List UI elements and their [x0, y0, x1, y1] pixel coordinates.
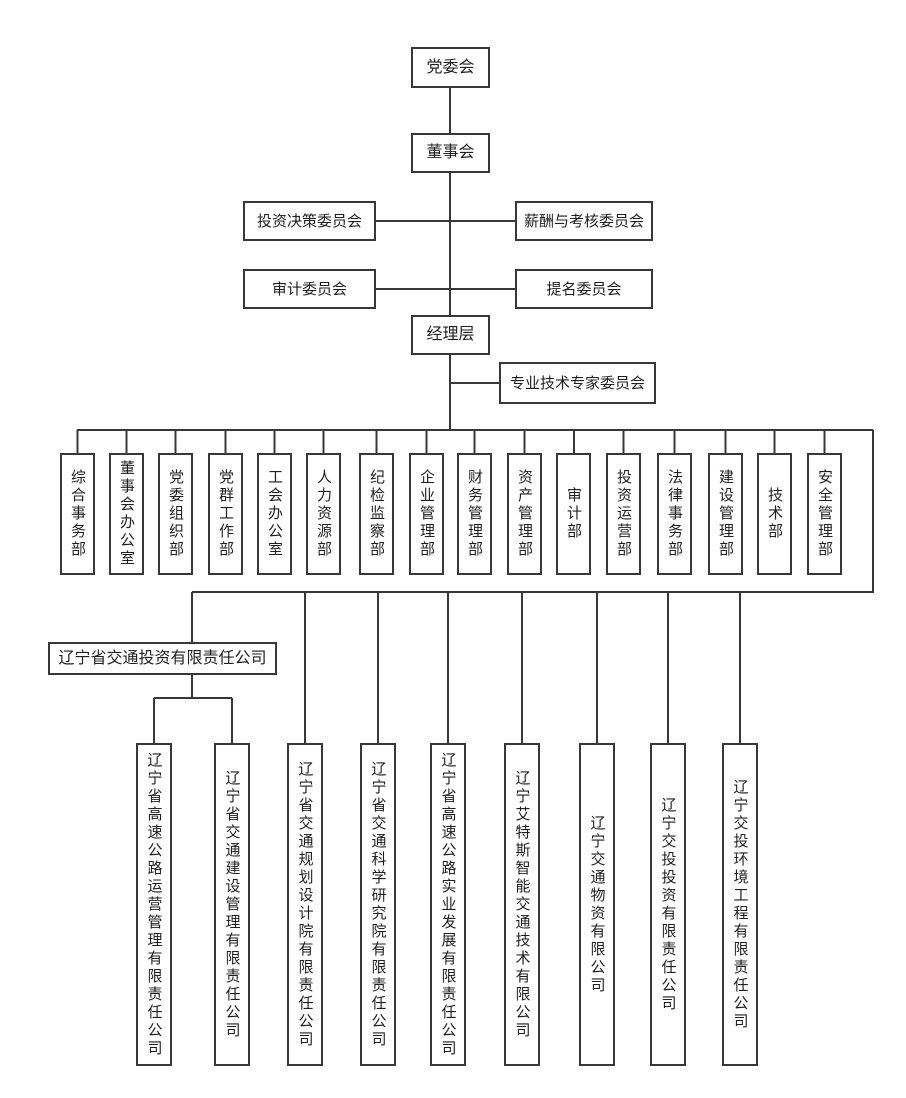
subsidiary-label: 辽宁省高速公路实业发展有限责任公司 [439, 751, 457, 1058]
node-dept-investment-operations: 投资运营部 [606, 453, 641, 575]
dept-label: 综合事务部 [69, 469, 86, 559]
node-dept-party-organization: 党委组织部 [158, 453, 193, 575]
node-dept-party-mass-work: 党群工作部 [208, 453, 243, 575]
node-sub-aitesi-intelligent-transport: 辽宁艾特斯智能交通技术有限公司 [504, 743, 540, 1066]
node-dept-audit: 审计部 [556, 453, 591, 575]
subsidiary-label: 辽宁艾特斯智能交通技术有限公司 [513, 769, 531, 1040]
node-sub-expressway-industry: 辽宁省高速公路实业发展有限责任公司 [430, 743, 466, 1066]
node-dept-union-office: 工会办公室 [257, 453, 292, 575]
subsidiary-label: 辽宁交通物资有限公司 [588, 814, 606, 995]
node-dept-board-office: 董事会办公室 [109, 453, 144, 575]
node-dept-general-affairs: 综合事务部 [60, 453, 95, 575]
node-sub-transport-materials: 辽宁交通物资有限公司 [579, 743, 615, 1066]
dept-label: 董事会办公室 [118, 460, 135, 568]
node-dept-human-resources: 人力资源部 [306, 453, 341, 575]
dept-label: 法律事务部 [666, 469, 683, 559]
node-nomination-committee: 提名委员会 [515, 269, 653, 309]
dept-label: 投资运营部 [615, 469, 632, 559]
node-board-of-directors: 董事会 [411, 133, 490, 173]
node-sub-science-research-institute: 辽宁省交通科学研究院有限责任公司 [360, 743, 396, 1066]
node-audit-committee: 审计委员会 [243, 269, 376, 309]
node-dept-safety-management: 安全管理部 [807, 453, 842, 575]
dept-label: 工会办公室 [266, 469, 283, 559]
node-compensation-assessment-committee: 薪酬与考核委员会 [515, 201, 653, 241]
node-expert-committee: 专业技术专家委员会 [499, 362, 656, 404]
node-sub-expressway-operation: 辽宁省高速公路运营管理有限责任公司 [136, 743, 172, 1066]
subsidiary-label: 辽宁省交通科学研究院有限责任公司 [369, 760, 387, 1049]
node-sub-environmental-engineering: 辽宁交投环境工程有限责任公司 [722, 743, 758, 1066]
node-dept-construction-management: 建设管理部 [708, 453, 743, 575]
subsidiary-label: 辽宁省交通规划设计院有限责任公司 [296, 760, 314, 1049]
dept-label: 党群工作部 [217, 469, 234, 559]
node-dept-finance-management: 财务管理部 [457, 453, 492, 575]
dept-label: 企业管理部 [418, 469, 435, 559]
dept-label: 资产管理部 [516, 469, 533, 559]
node-investment-decision-committee: 投资决策委员会 [243, 201, 376, 241]
node-dept-asset-management: 资产管理部 [507, 453, 542, 575]
subsidiary-label: 辽宁交投投资有限责任公司 [659, 796, 677, 1013]
dept-label: 技术部 [766, 487, 783, 541]
node-sub-jiaotou-investment: 辽宁交投投资有限责任公司 [650, 743, 686, 1066]
node-dept-enterprise-management: 企业管理部 [409, 453, 444, 575]
dept-label: 纪检监察部 [368, 469, 385, 559]
node-dept-discipline-inspection: 纪检监察部 [359, 453, 394, 575]
dept-label: 建设管理部 [717, 469, 734, 559]
dept-label: 人力资源部 [315, 469, 332, 559]
dept-label: 财务管理部 [466, 469, 483, 559]
subsidiary-label: 辽宁交投环境工程有限责任公司 [731, 778, 749, 1031]
node-management-layer: 经理层 [411, 315, 490, 355]
dept-label: 审计部 [565, 487, 582, 541]
subsidiary-label: 辽宁省交通建设管理有限责任公司 [223, 769, 241, 1040]
node-sub-planning-design-institute: 辽宁省交通规划设计院有限责任公司 [287, 743, 323, 1066]
node-party-committee: 党委会 [411, 47, 490, 88]
node-sub-transport-construction: 辽宁省交通建设管理有限责任公司 [214, 743, 250, 1066]
node-investment-company: 辽宁省交通投资有限责任公司 [48, 642, 277, 675]
dept-label: 党委组织部 [167, 469, 184, 559]
dept-label: 安全管理部 [816, 469, 833, 559]
node-dept-technology: 技术部 [757, 453, 792, 575]
node-dept-legal-affairs: 法律事务部 [657, 453, 692, 575]
subsidiary-label: 辽宁省高速公路运营管理有限责任公司 [145, 751, 163, 1058]
